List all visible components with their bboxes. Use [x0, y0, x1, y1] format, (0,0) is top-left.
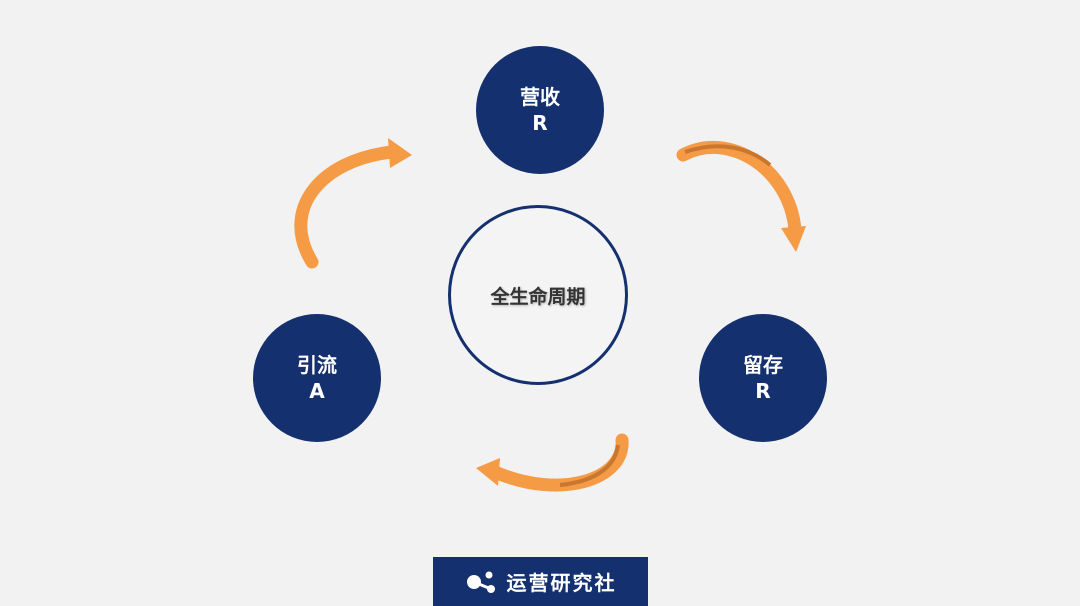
node-title: 引流: [297, 353, 337, 377]
node-title: 留存: [743, 353, 783, 377]
node-letter: R: [532, 111, 548, 135]
node-letter: A: [309, 379, 325, 403]
node-letter: R: [755, 379, 771, 403]
arrow-acquisition-to-revenue: [294, 138, 412, 269]
center-label: 全生命周期: [490, 285, 586, 308]
arrow-retention-to-acquisition: [476, 433, 629, 492]
node-retention: 留存 R: [699, 314, 827, 442]
arrow-revenue-to-retention: [676, 140, 806, 252]
node-acquisition: 引流 A: [253, 314, 381, 442]
center-lifecycle-circle: 全生命周期: [448, 205, 628, 385]
brand-logo: 运营研究社: [433, 557, 648, 606]
logo-text: 运营研究社: [506, 571, 617, 595]
node-title: 营收: [520, 85, 560, 109]
node-revenue: 营收 R: [476, 46, 604, 174]
molecule-logo-icon: [465, 570, 499, 594]
